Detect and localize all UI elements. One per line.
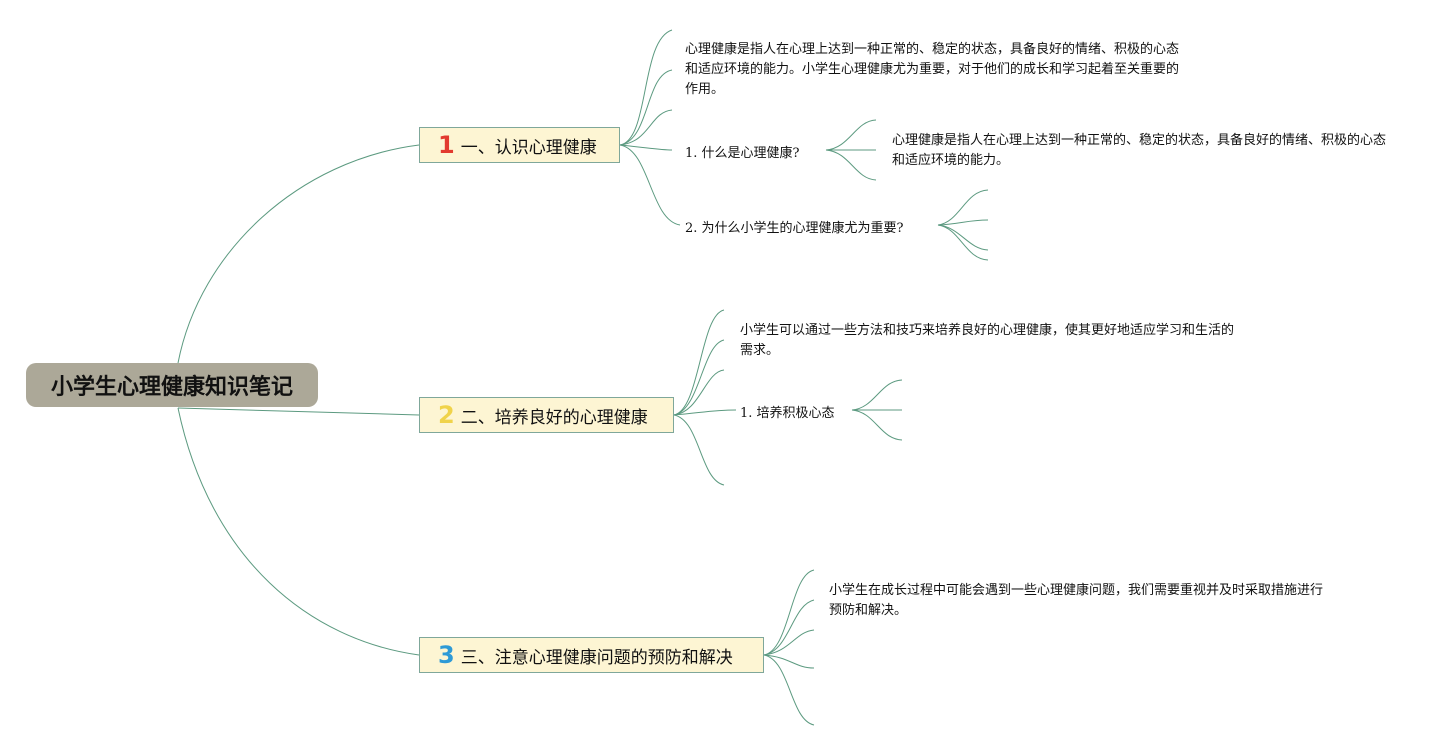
branch-topic-2[interactable]: 2 二、培养良好的心理健康 (419, 397, 674, 433)
branch1-subtopic-1[interactable]: 1. 什么是心理健康? (685, 146, 800, 161)
root-title: 小学生心理健康知识笔记 (50, 375, 293, 400)
branch-topic-3[interactable]: 3 三、注意心理健康问题的预防和解决 (419, 637, 764, 673)
branch1-subtopic-1-answer[interactable]: 心理健康是指人在心理上达到一种正常的、稳定的状态，具备良好的情绪、积极的心态和适… (892, 133, 1387, 168)
number-3-icon: 3 (438, 641, 455, 669)
branch2-intro-text[interactable]: 小学生可以通过一些方法和技巧来培养良好的心理健康，使其更好地适应学习和生活的需求… (740, 323, 1235, 358)
number-2-icon: 2 (438, 401, 455, 429)
root-topic[interactable]: 小学生心理健康知识笔记 (26, 363, 318, 407)
branch-label-1: 一、认识心理健康 (460, 137, 597, 158)
branch1-intro-text[interactable]: 心理健康是指人在心理上达到一种正常的、稳定的状态，具备良好的情绪、积极的心态和适… (685, 42, 1180, 97)
branch-label-2: 二、培养良好的心理健康 (460, 407, 648, 428)
branch1-subtopic-2[interactable]: 2. 为什么小学生的心理健康尤为重要? (685, 221, 904, 236)
number-1-icon: 1 (438, 131, 455, 159)
branch2-subtopic-1[interactable]: 1. 培养积极心态 (740, 406, 835, 421)
branch-label-3: 三、注意心理健康问题的预防和解决 (460, 647, 733, 668)
branch-topic-1[interactable]: 1 一、认识心理健康 (419, 127, 620, 163)
branch3-intro-text[interactable]: 小学生在成长过程中可能会遇到一些心理健康问题，我们需要重视并及时采取措施进行预防… (829, 583, 1324, 618)
